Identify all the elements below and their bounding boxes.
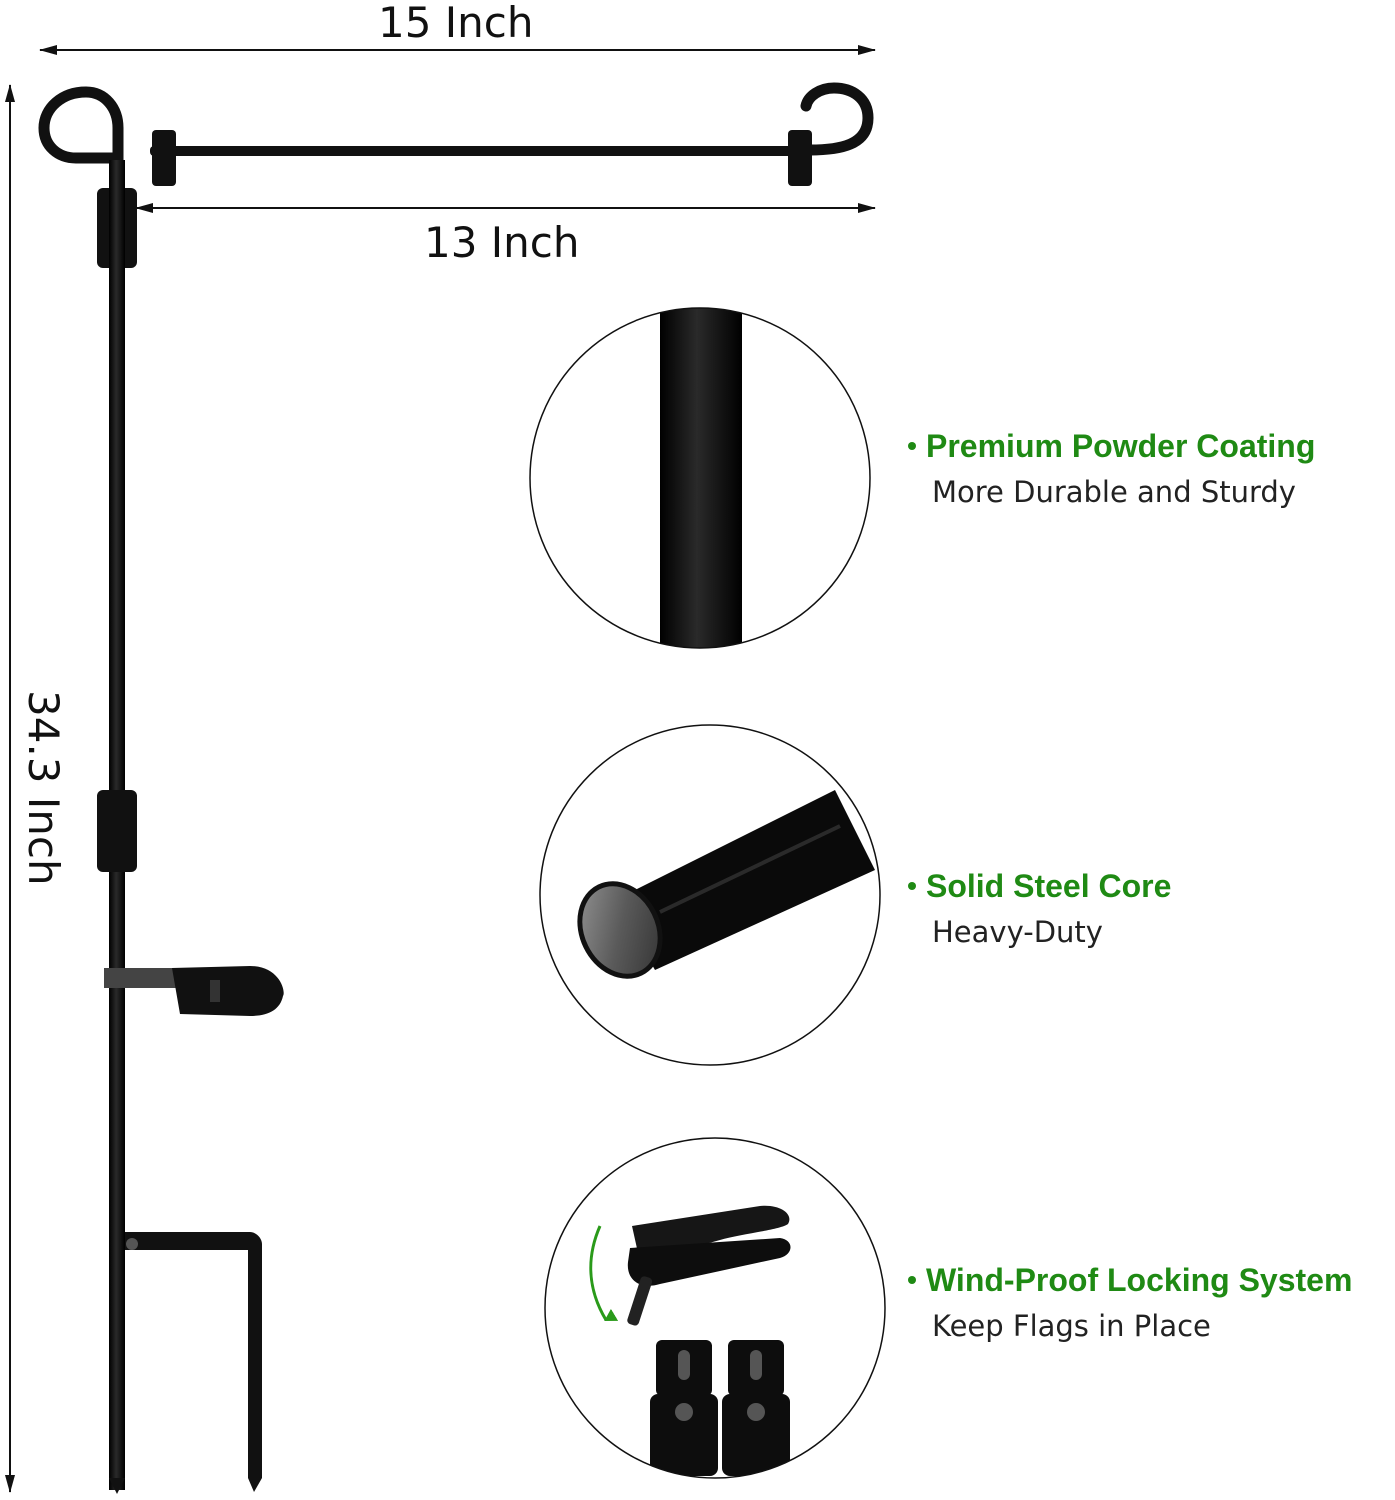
width-dimension-label: 15 Inch xyxy=(378,0,534,47)
feature-subtitle: More Durable and Sturdy xyxy=(932,475,1296,509)
feature-locking-system: Wind-Proof Locking System Keep Flags in … xyxy=(908,1262,1352,1343)
feature-title: Premium Powder Coating xyxy=(926,428,1316,464)
feature-powder-coating: Premium Powder Coating More Durable and … xyxy=(908,428,1315,509)
feature-title: Solid Steel Core xyxy=(926,868,1172,904)
flag-stand-pole-icon xyxy=(38,82,874,1494)
feature-title: Wind-Proof Locking System xyxy=(926,1262,1353,1298)
bar-dimension-label: 13 Inch xyxy=(424,218,580,267)
bullet-icon xyxy=(908,1275,916,1284)
locking-system-icon xyxy=(544,1137,886,1479)
feature-steel-core: Solid Steel Core Heavy-Duty xyxy=(908,868,1171,949)
steel-core-rod-icon xyxy=(539,724,881,1066)
dimension-lines xyxy=(5,45,876,1493)
powder-coated-rod-icon xyxy=(529,307,871,649)
height-dimension-label: 34.3 Inch xyxy=(19,690,68,886)
bullet-icon xyxy=(908,881,916,890)
feature-subtitle: Heavy-Duty xyxy=(932,915,1103,949)
bullet-icon xyxy=(908,441,916,450)
feature-subtitle: Keep Flags in Place xyxy=(932,1309,1211,1343)
